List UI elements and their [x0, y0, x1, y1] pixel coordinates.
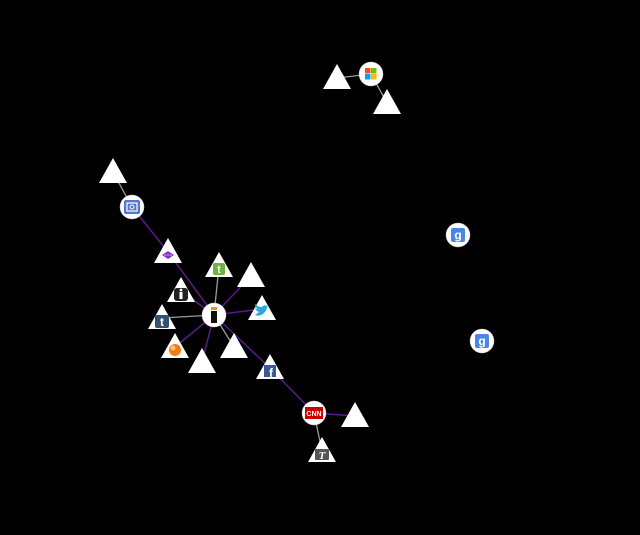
svg-text:f: f — [269, 366, 274, 380]
green-tumblr-icon: t — [213, 263, 225, 276]
camera-icon — [124, 200, 140, 214]
graph-node[interactable]: f — [256, 354, 284, 380]
twitter-icon — [255, 304, 269, 316]
edge — [213, 314, 271, 369]
svg-text:t: t — [160, 315, 164, 329]
svg-text:T: T — [319, 450, 327, 462]
graph-node[interactable] — [154, 238, 182, 263]
graph-node[interactable]: T — [308, 437, 336, 462]
graph-node[interactable] — [373, 89, 401, 114]
graph-node[interactable]: g — [469, 328, 495, 354]
node-triangle — [99, 158, 127, 183]
google-icon: g — [451, 228, 465, 242]
graph-node[interactable] — [220, 333, 248, 358]
instapaper-icon — [211, 307, 217, 323]
orange-ball-icon — [169, 344, 181, 356]
graph-node[interactable] — [248, 295, 276, 320]
cnn-icon: CNN — [305, 407, 323, 419]
svg-text:CNN: CNN — [306, 411, 321, 418]
node-triangle — [220, 333, 248, 358]
graph-node[interactable] — [161, 333, 189, 358]
graph-node[interactable] — [323, 64, 351, 89]
graph-node[interactable] — [358, 61, 384, 87]
svg-text:g: g — [454, 228, 461, 242]
svg-text:g: g — [478, 334, 485, 348]
graph-node[interactable] — [201, 302, 227, 328]
node-triangle — [323, 64, 351, 89]
graph-node[interactable] — [188, 348, 216, 373]
graph-node[interactable]: g — [445, 222, 471, 248]
node-triangle — [341, 402, 369, 427]
google-icon: g — [475, 334, 489, 348]
node-triangle — [237, 262, 265, 287]
purple-layers-icon — [162, 251, 174, 259]
node-triangle — [154, 238, 182, 263]
tumblr-icon: t — [155, 315, 169, 329]
graph-node[interactable] — [119, 194, 145, 220]
graph-node[interactable]: t — [205, 252, 233, 277]
node-triangle — [373, 89, 401, 114]
svg-text:t: t — [217, 264, 221, 276]
graph-node[interactable]: CNN — [301, 400, 327, 426]
facebook-icon: f — [264, 365, 276, 380]
graph-node[interactable] — [99, 158, 127, 183]
graph-node[interactable] — [341, 402, 369, 427]
microsoft-icon — [365, 68, 377, 80]
graph-node[interactable] — [237, 262, 265, 287]
graph-node[interactable] — [167, 277, 195, 302]
graph-node[interactable]: t — [148, 304, 176, 329]
newspaper-t-icon: T — [315, 449, 329, 462]
node-triangle — [188, 348, 216, 373]
info-icon — [174, 288, 188, 301]
